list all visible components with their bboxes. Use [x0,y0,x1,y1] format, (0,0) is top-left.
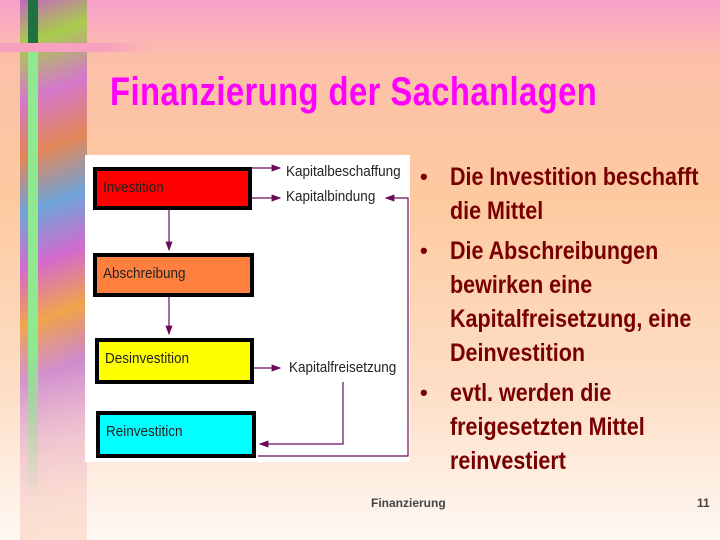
arrow-freisetzung-reinvestition [258,382,344,448]
arrow-reinvestition-bindung [258,194,409,457]
bullet-text: Die Abschreibungen bewirken eine Kapital… [450,237,692,367]
label-kapitalbindung: Kapitalbindung [286,188,376,205]
bullet-item: Die Abschreibungen bewirken eine Kapital… [420,234,720,370]
box-label: Desinvestition [105,350,190,367]
footer-text: Finanzierung [371,496,446,510]
label-kapitalbeschaffung: Kapitalbeschaffung [286,163,401,180]
box-desinvestition: Desinvestition [95,338,254,384]
bullet-item: Die Investition beschafft die Mittel [420,160,720,228]
slide-title: Finanzierung der Sachanlagen [110,70,598,114]
box-label: Abschreibung [103,265,186,282]
bullet-text: Die Investition beschafft die Mittel [450,163,699,225]
bullet-list: Die Investition beschafft die Mittel Die… [420,160,720,484]
box-reinvestition: Reinvestiticn [96,411,256,458]
box-abschreibung: Abschreibung [93,253,254,297]
bullet-item: evtl. werden die freigesetzten Mittel re… [420,376,720,478]
decorative-horizontal-bar [0,43,150,52]
bullet-text: evtl. werden die freigesetzten Mittel re… [450,379,645,475]
box-label: Reinvestiticn [106,423,183,440]
box-label: Investition [103,179,164,196]
decorative-vertical-line [28,0,38,500]
box-investition: Investition [93,167,252,210]
page-number: 11 [697,496,710,510]
label-kapitalfreisetzung: Kapitalfreisetzung [289,359,397,376]
